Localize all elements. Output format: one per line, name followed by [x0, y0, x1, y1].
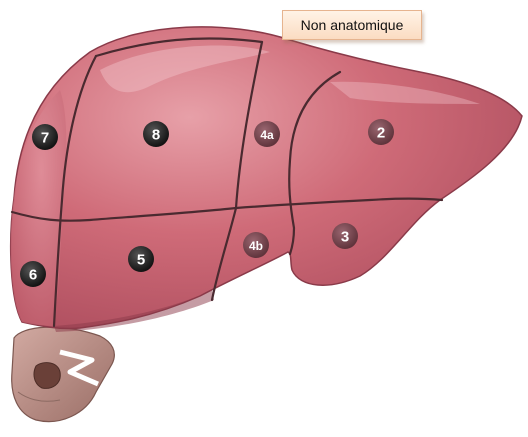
segment-badge-6: 6 — [20, 261, 46, 287]
segment-badge-7: 7 — [32, 124, 58, 150]
segment-badge-2: 2 — [368, 119, 394, 145]
segment-label-5: 5 — [137, 252, 145, 269]
segment-label-8: 8 — [152, 127, 160, 144]
segment-label-4b: 4b — [249, 239, 263, 253]
caption-box: Non anatomique — [282, 10, 422, 40]
segment-label-7: 7 — [41, 130, 49, 147]
caption-text: Non anatomique — [301, 17, 404, 33]
segment-label-4a: 4a — [260, 128, 274, 142]
segment-badge-4a: 4a — [254, 121, 280, 147]
segment-badge-5: 5 — [128, 246, 154, 272]
segment-badge-8: 8 — [143, 121, 169, 147]
gallbladder — [12, 327, 115, 421]
segment-badge-3: 3 — [332, 223, 358, 249]
segment-label-2: 2 — [377, 125, 385, 142]
segment-label-6: 6 — [29, 267, 37, 284]
segment-badge-4b: 4b — [243, 232, 269, 258]
segment-label-3: 3 — [341, 229, 349, 246]
